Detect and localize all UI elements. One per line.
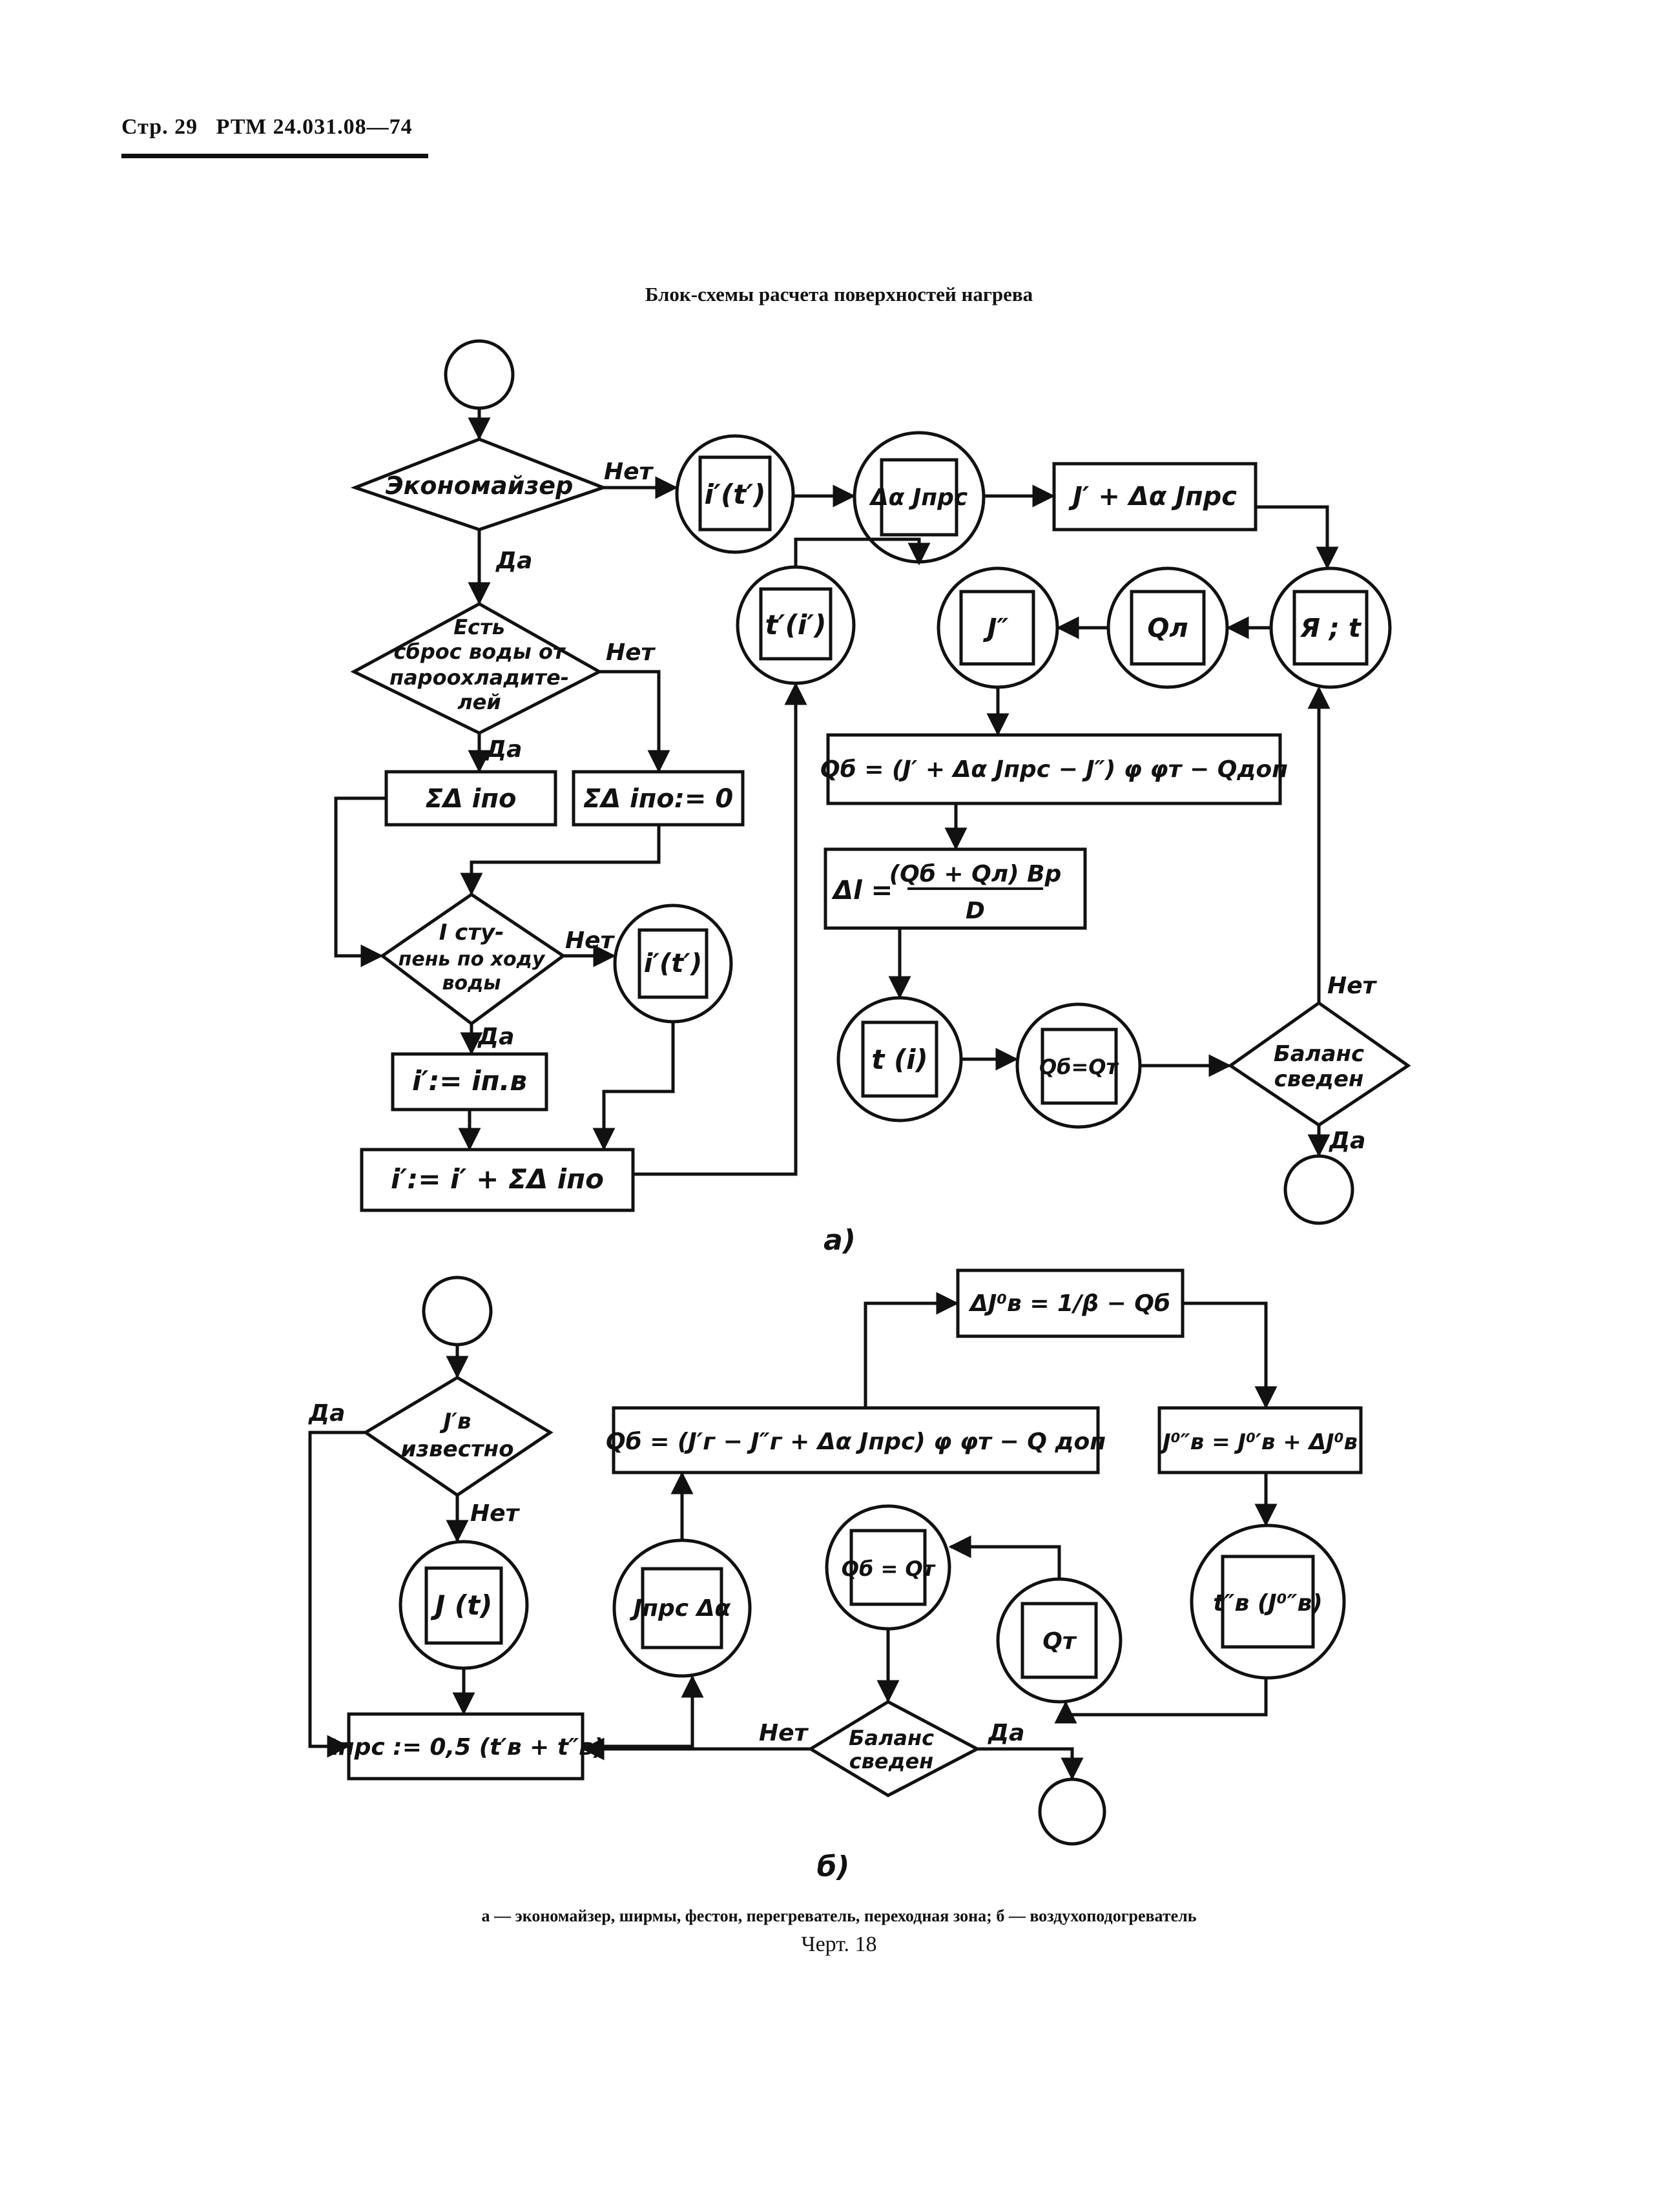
label-sub-ql: Qл <box>1147 614 1188 643</box>
label-stage-3: воды <box>442 972 501 995</box>
label-economizer: Экономайзер <box>386 471 574 500</box>
label-sub-da-jprs: Δα Jпрс <box>869 484 968 511</box>
header-rule <box>121 154 428 158</box>
box-qb <box>826 733 1282 805</box>
label-no-balance-b: Нет <box>759 1720 809 1746</box>
label-water-1: Есть <box>453 615 505 639</box>
end-terminal-b <box>1038 1777 1106 1846</box>
label-stage-2: пень по ходу <box>399 948 546 971</box>
label-yes-balance-b: Да <box>988 1720 1024 1746</box>
label-qb-b: Qб = (J′г − J″г + Δα Jпрс) φ φт − Q доп <box>606 1429 1106 1455</box>
label-yes-known: Да <box>308 1400 345 1427</box>
label-j2-b: J⁰″в = J⁰′в + ΔJ⁰в <box>1159 1429 1358 1455</box>
label-balance-b-1: Баланс <box>849 1726 934 1750</box>
label-yes-stage: Да <box>477 1024 514 1050</box>
document-code: РТМ 24.031.08—74 <box>216 115 413 139</box>
label-sub-jt-b: J (t) <box>431 1589 493 1621</box>
label-dj: ΔJ⁰в = 1/β − Qб <box>968 1290 1170 1317</box>
label-sub-j2: J″ <box>983 614 1009 643</box>
label-i-assign: i′:= i′ + ΣΔ iпо <box>391 1163 604 1195</box>
labels-diagram-b: J′в известно Да Нет J (t) tпрс := 0,5 (t… <box>308 1290 1358 1883</box>
label-no-known: Нет <box>470 1500 521 1527</box>
label-qb: Qб = (J′ + Δα Jпрс − J″) φ φт − Qдоп <box>820 756 1288 783</box>
label-water-4: лей <box>457 690 501 714</box>
label-dl-num: (Qб + Qл) Bр <box>889 861 1062 887</box>
label-stage-1: I сту- <box>439 920 504 946</box>
page-title: Блок-схемы расчета поверхностей нагрева <box>645 283 1033 305</box>
label-sub-t-of-i: t (i) <box>871 1044 928 1075</box>
figure-number: Черт. 18 <box>801 1932 877 1956</box>
label-balance-b-2: сведен <box>849 1749 934 1773</box>
label-no-economizer: Нет <box>604 459 654 485</box>
label-sub-qb-qt: Qб=Qт <box>1039 1055 1120 1079</box>
label-water-2: сброс воды от <box>394 639 566 664</box>
label-sub-qb-qt-b: Qб = Qт <box>842 1556 937 1581</box>
label-no-balance-a: Нет <box>1327 973 1378 999</box>
label-known-1: J′в <box>439 1409 471 1434</box>
labels-diagram-a: Экономайзер Нет Да Есть сброс воды от па… <box>386 459 1378 1257</box>
label-sub-ti: t′(i′) <box>765 609 826 641</box>
end-terminal-a <box>1283 1154 1354 1225</box>
label-sum-dipo: ΣΔ iпо <box>425 784 516 814</box>
label-yes-balance-a: Да <box>1329 1128 1365 1154</box>
label-dl-den: D <box>966 898 985 924</box>
page-header: Стр. 29 РТМ 24.031.08—74 <box>121 115 413 140</box>
page-number: Стр. 29 <box>121 115 198 139</box>
figure-legend: а — экономайзер, ширмы, фестон, перегрев… <box>481 1907 1197 1925</box>
start-terminal-b <box>422 1276 493 1347</box>
box-i-assign <box>360 1148 635 1212</box>
label-sub-it-2: i′(t′) <box>644 949 703 978</box>
label-sub-qt-b: Qт <box>1042 1628 1077 1655</box>
label-yes-economizer: Да <box>495 548 532 574</box>
label-diagram-a: а) <box>823 1224 856 1257</box>
label-sum-zero: ΣΔ iпо:= 0 <box>583 784 733 814</box>
label-sub-t2-b: t″в (J⁰″в) <box>1213 1590 1323 1617</box>
label-yes-water: Да <box>485 736 522 763</box>
label-sub-jt: Я ; t <box>1300 614 1362 643</box>
label-balance-a-2: сведен <box>1274 1066 1364 1092</box>
label-sub-it-1: i′(t′) <box>704 479 765 510</box>
label-diagram-b: б) <box>817 1850 850 1883</box>
label-i-in: i′:= iп.в <box>412 1065 527 1097</box>
decision-balance-a <box>1227 1000 1411 1128</box>
label-sub-jprs-b: Jпрс Δα <box>630 1595 731 1622</box>
label-known-2: известно <box>401 1436 514 1462</box>
label-j-sum: J′ + Δα Jпрс <box>1068 482 1237 512</box>
start-terminal-a <box>444 339 515 410</box>
label-balance-a-1: Баланс <box>1274 1041 1364 1067</box>
label-dl-lhs: Δl = <box>831 876 893 905</box>
label-water-3: пароохладите- <box>389 665 569 690</box>
label-no-stage: Нет <box>565 927 616 954</box>
box-qb-b <box>612 1406 1100 1474</box>
decision-known <box>362 1376 554 1498</box>
label-tprs: tпрс := 0,5 (t′в + t″в) <box>327 1734 605 1761</box>
label-no-water: Нет <box>606 639 656 666</box>
